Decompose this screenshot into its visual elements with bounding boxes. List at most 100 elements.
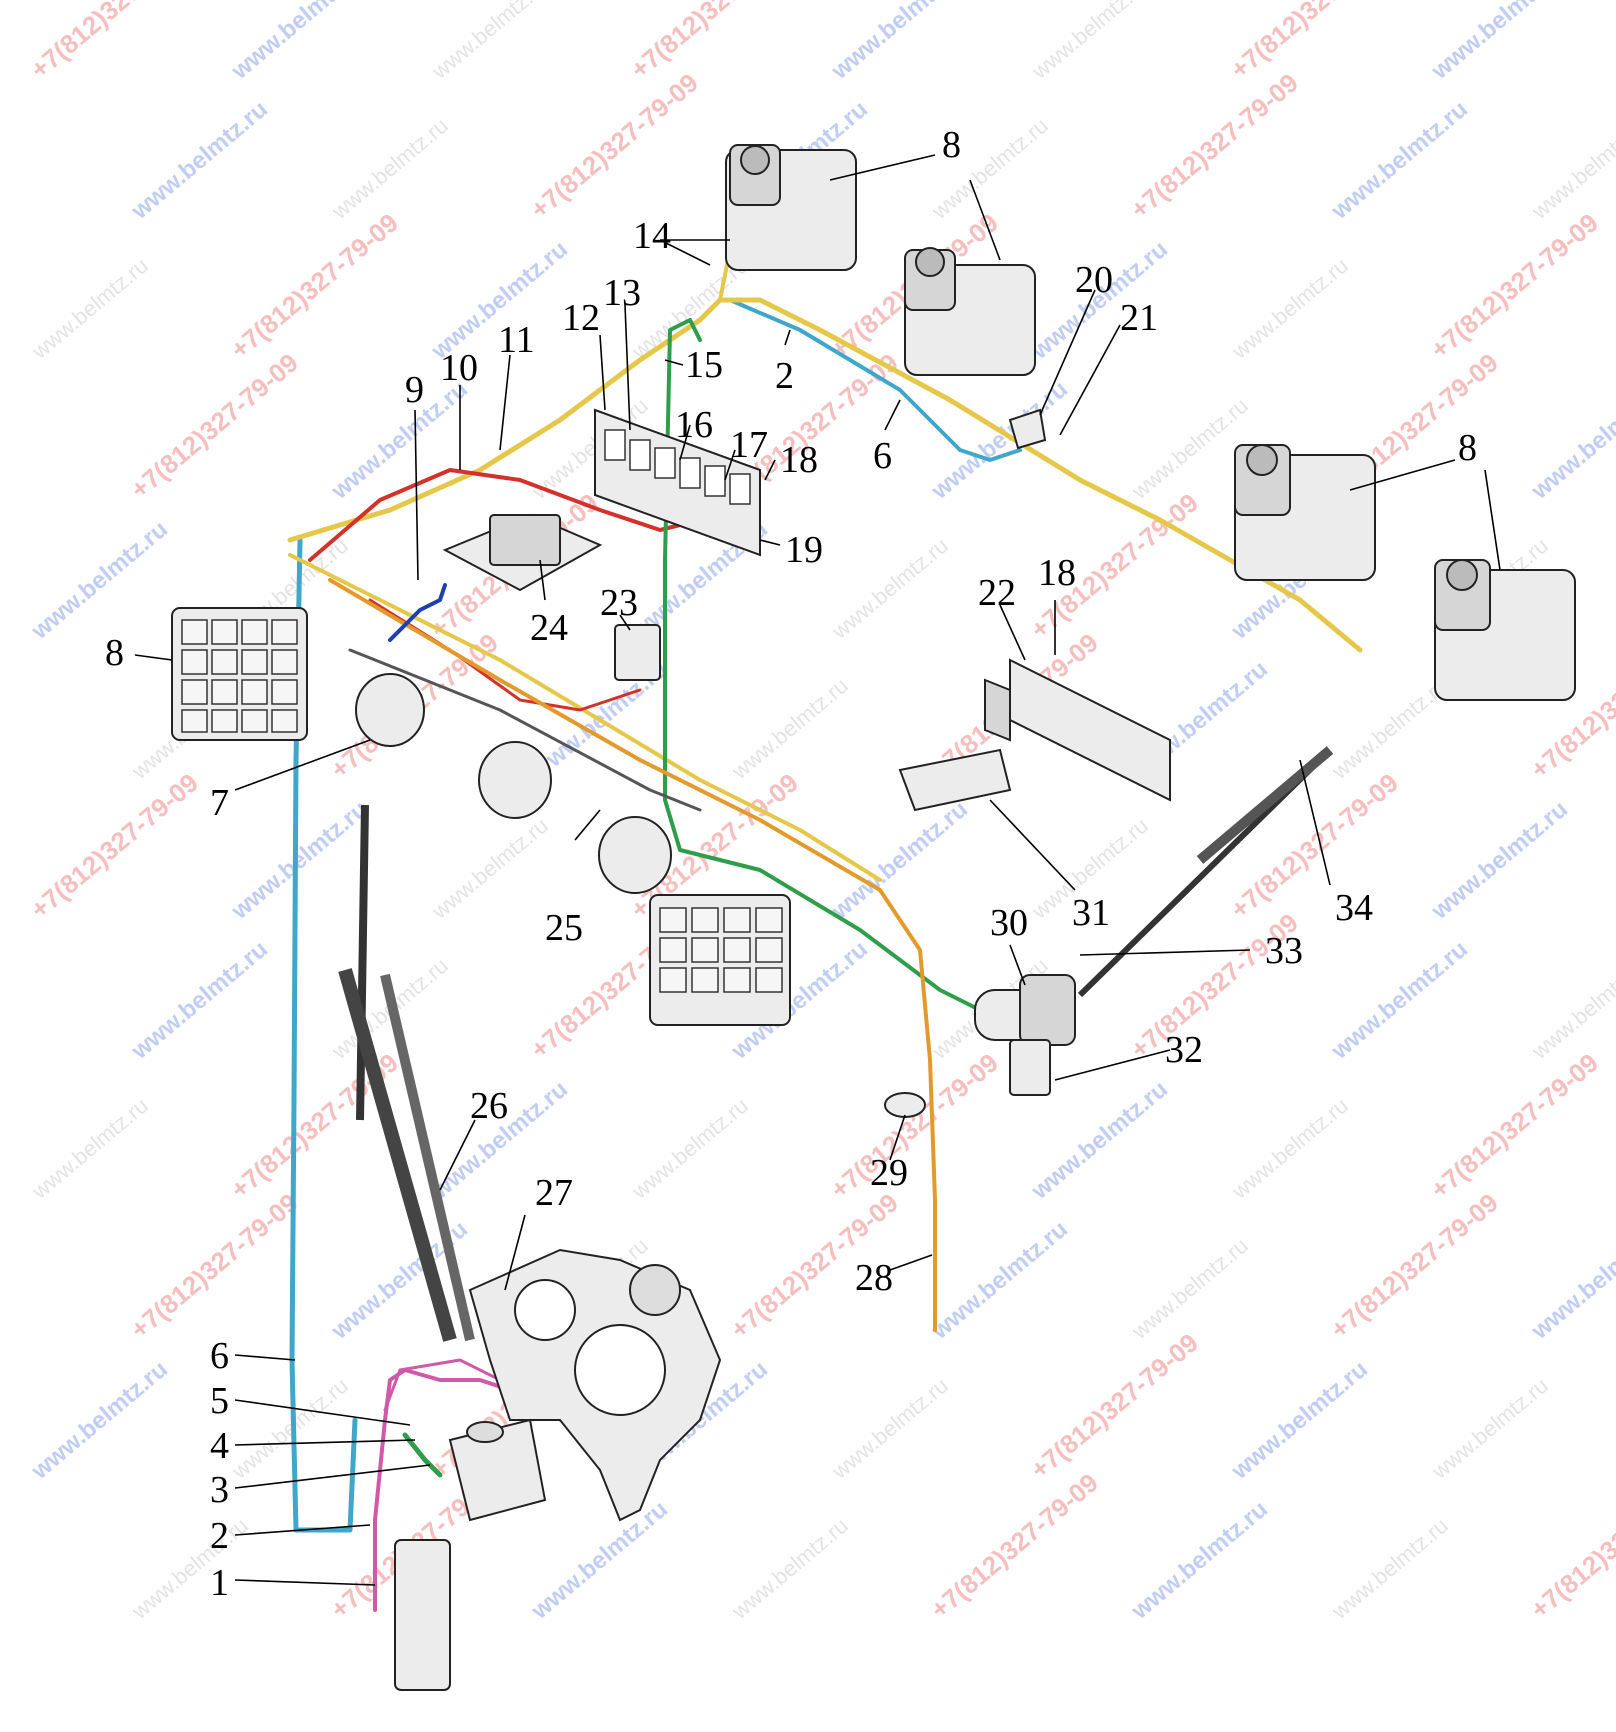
watermark-text: www.belmtz.ru xyxy=(1126,1233,1252,1345)
wiper-left-arm xyxy=(356,804,369,1121)
watermark-text: www.belmtz.ru xyxy=(1126,393,1252,505)
watermark-text: www.belmtz.ru xyxy=(1526,953,1616,1065)
wire-blue-right xyxy=(728,298,1022,462)
callout-4: 4 xyxy=(210,1425,229,1467)
washer-reservoir xyxy=(448,1418,547,1522)
watermark-text: www.belmtz.ru xyxy=(1226,1093,1352,1205)
watermark-text: www.belmtz.ru xyxy=(426,0,552,84)
lamp-bar xyxy=(348,648,702,812)
watermark-text: +7(812)327-79-09 xyxy=(225,207,404,364)
watermark-text: www.belmtz.ru xyxy=(1326,673,1452,785)
callout-9: 9 xyxy=(405,369,424,411)
watermark-text: www.belmtz.ru xyxy=(1526,376,1616,506)
watermark-text: www.belmtz.ru xyxy=(26,1356,173,1486)
callout-17: 17 xyxy=(730,424,768,466)
watermark-text: +7(812)327-79-09 xyxy=(1225,0,1404,85)
callout-13: 13 xyxy=(603,272,641,314)
relay-block xyxy=(442,513,603,592)
wire-orange xyxy=(328,578,937,1332)
work-lamp-right-1 xyxy=(1234,444,1376,581)
callout-2-upper: 2 xyxy=(775,355,794,397)
callout-5: 5 xyxy=(210,1380,229,1422)
callout-19: 19 xyxy=(785,529,823,571)
lamp-25a xyxy=(478,741,552,819)
watermark-text: www.belmtz.ru xyxy=(126,936,273,1066)
watermark-text: www.belmtz.ru xyxy=(326,113,452,225)
watermark-text: +7(812)327-79-09 xyxy=(925,1467,1104,1624)
watermark-text: www.belmtz.ru xyxy=(126,96,273,226)
wiper-motor xyxy=(974,974,1076,1096)
watermark-text: www.belmtz.ru xyxy=(326,376,473,506)
wire-navy xyxy=(388,583,447,642)
watermark-text: +7(812)327-79-09 xyxy=(625,0,804,85)
watermark-text: www.belmtz.ru xyxy=(826,0,973,85)
callout-22: 22 xyxy=(978,572,1016,614)
lamp-25b xyxy=(598,816,672,894)
watermark-text: www.belmtz.ru xyxy=(226,0,373,85)
watermark-text: www.belmtz.ru xyxy=(126,1513,252,1625)
washer-pump xyxy=(394,1539,451,1691)
wiper-blade xyxy=(1196,746,1334,864)
watermark-text: www.belmtz.ru xyxy=(1226,1356,1373,1486)
watermark-text: +7(812)327-79-09 xyxy=(1525,1467,1616,1624)
watermark-text: www.belmtz.ru xyxy=(726,1513,852,1625)
watermark-text: +7(812)327-79-09 xyxy=(1225,767,1404,924)
leader-lines xyxy=(134,154,1501,1586)
watermark-text: www.belmtz.ru xyxy=(1026,0,1152,84)
watermark-text: www.belmtz.ru xyxy=(226,796,373,926)
callout-16: 16 xyxy=(675,404,713,446)
callout-18-upper: 18 xyxy=(780,439,818,481)
callout-25: 25 xyxy=(545,907,583,949)
watermark-text: www.belmtz.ru xyxy=(1326,1513,1452,1625)
callout-32: 32 xyxy=(1165,1029,1203,1071)
watermark-text: www.belmtz.ru xyxy=(1226,253,1352,365)
callout-21: 21 xyxy=(1120,297,1158,339)
callout-18-lower: 18 xyxy=(1038,552,1076,594)
wire-red xyxy=(308,468,702,562)
callout-15: 15 xyxy=(685,344,723,386)
callout-14: 14 xyxy=(633,215,671,257)
watermark-text: www.belmtz.ru xyxy=(26,516,173,646)
callout-24: 24 xyxy=(530,607,568,649)
fuse-block xyxy=(594,408,761,557)
watermark-text: +7(812)327-79-09 xyxy=(25,767,204,924)
watermark-text: www.belmtz.ru xyxy=(1326,96,1473,226)
callout-34: 34 xyxy=(1335,887,1373,929)
watermark-text: +7(812)327-79-09 xyxy=(1025,1327,1204,1484)
callout-labels: 1 2 3 4 5 6 7 8 9 10 11 12 13 14 15 16 1… xyxy=(105,124,1477,1604)
watermark-text: www.belmtz.ru xyxy=(1526,1216,1616,1346)
callout-8-left: 8 xyxy=(105,632,124,674)
watermark-text: +7(812)327-79-09 xyxy=(125,347,304,504)
callout-2-lower: 2 xyxy=(210,1515,229,1557)
watermark-text: +7(812)327-79-09 xyxy=(25,0,204,85)
bracket-31 xyxy=(898,748,1012,812)
watermark-text: www.belmtz.ru xyxy=(1426,1373,1552,1485)
relay-23 xyxy=(614,624,661,681)
callout-30: 30 xyxy=(990,902,1028,944)
callout-29: 29 xyxy=(870,1152,908,1194)
watermark-text: www.belmtz.ru xyxy=(226,1373,352,1485)
grommet xyxy=(884,1092,926,1118)
callout-7: 7 xyxy=(210,782,229,824)
callout-6-lower: 6 xyxy=(210,1335,229,1377)
watermark-text: +7(812)327-79-09 xyxy=(1125,67,1304,224)
work-lamp-top-1 xyxy=(725,144,857,271)
callout-28: 28 xyxy=(855,1257,893,1299)
bracket-20 xyxy=(1008,408,1047,450)
callout-8-top-a: 8 xyxy=(942,124,961,166)
callout-8-right: 8 xyxy=(1458,427,1477,469)
callout-33: 33 xyxy=(1265,930,1303,972)
parts-layer xyxy=(171,144,1576,1691)
callout-1: 1 xyxy=(210,1562,229,1604)
watermark-text: www.belmtz.ru xyxy=(1326,936,1473,1066)
watermark-text: +7(812)327-79-09 xyxy=(1425,1047,1604,1204)
watermark-text: www.belmtz.ru xyxy=(826,533,952,645)
dashboard xyxy=(468,1248,722,1522)
callout-27: 27 xyxy=(535,1172,573,1214)
headlamp-left xyxy=(171,607,308,741)
wiper-left-blade2 xyxy=(380,973,475,1342)
callout-11: 11 xyxy=(498,319,535,361)
work-lamp-top-2 xyxy=(904,247,1036,376)
watermark-text: www.belmtz.ru xyxy=(726,673,852,785)
